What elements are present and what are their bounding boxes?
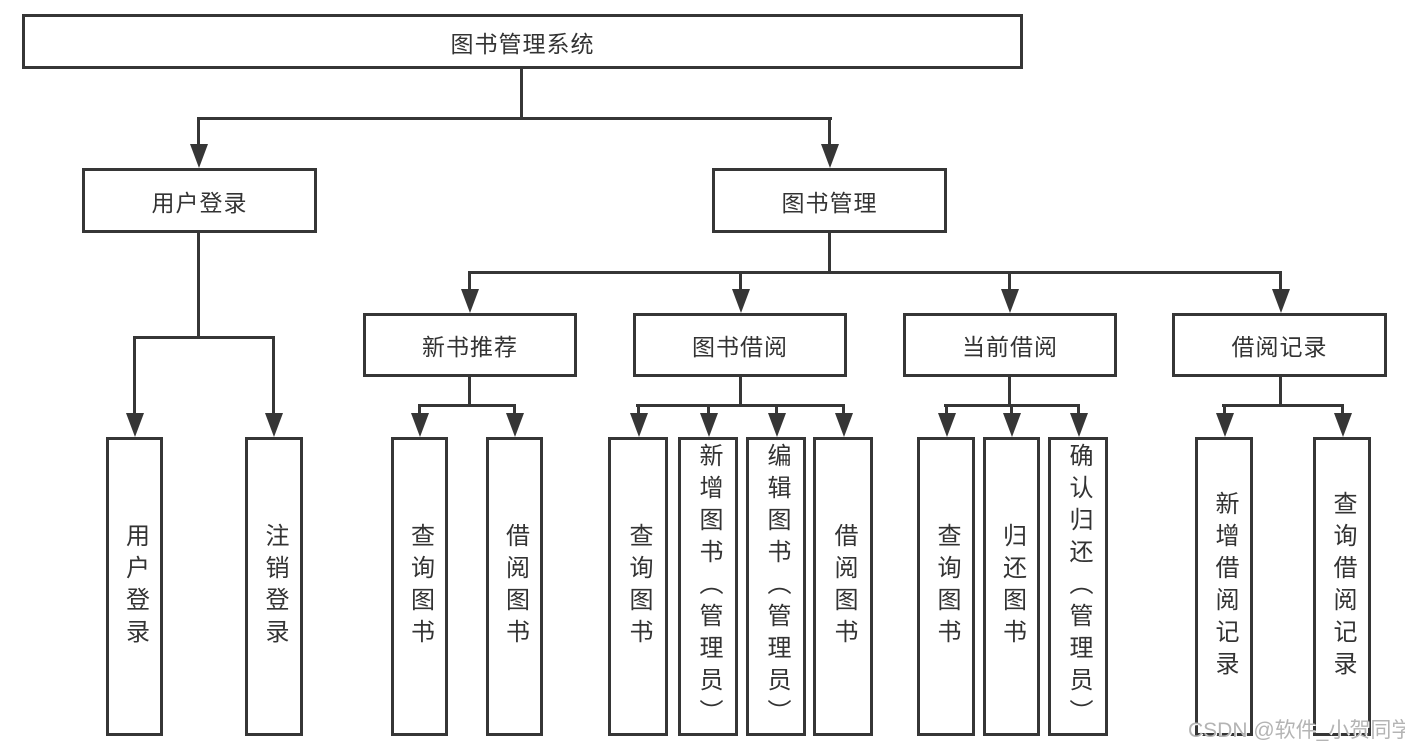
node-label: 新增图书（管理员） — [695, 442, 722, 731]
leaf-borrow-edit-book-admin: 编辑图书（管理员） — [746, 437, 806, 736]
node-label: 查询图书 — [625, 522, 652, 651]
node-library-management-system: 图书管理系统 — [22, 14, 1023, 69]
leaf-user-login: 用户登录 — [106, 437, 163, 736]
connector-line — [842, 404, 845, 417]
connector-line — [468, 271, 471, 293]
connector-line — [133, 336, 136, 418]
node-label: 图书管理系统 — [450, 30, 595, 57]
csdn-watermark: CSDN @软件_小贺同学 — [1188, 719, 1405, 742]
leaf-recommend-borrow-book: 借阅图书 — [486, 437, 543, 736]
leaf-recommend-query-book: 查询图书 — [391, 437, 448, 736]
connector-line — [1008, 375, 1011, 407]
arrow-down-icon — [411, 413, 429, 437]
leaf-records-query-record: 查询借阅记录 — [1313, 437, 1371, 736]
leaf-current-confirm-return-admin: 确认归还（管理员） — [1048, 437, 1108, 736]
connector-line — [828, 117, 831, 147]
leaf-current-return-book: 归还图书 — [983, 437, 1040, 736]
arrow-down-icon — [835, 413, 853, 437]
leaf-borrow-borrow-book: 借阅图书 — [813, 437, 873, 736]
node-label: 用户登录 — [121, 522, 149, 651]
arrow-down-icon — [1003, 413, 1021, 437]
arrow-down-icon — [732, 289, 750, 313]
node-current-borrow: 当前借阅 — [903, 313, 1117, 377]
leaf-records-add-record: 新增借阅记录 — [1195, 437, 1253, 736]
connector-line — [513, 404, 516, 417]
node-label: 借阅图书 — [830, 522, 857, 651]
node-label: 图书管理 — [781, 189, 878, 216]
connector-line — [707, 404, 710, 417]
arrow-down-icon — [190, 144, 208, 168]
node-label: 编辑图书（管理员） — [763, 442, 790, 731]
node-label: 查询图书 — [406, 522, 434, 651]
connector-line — [1010, 404, 1013, 417]
leaf-borrow-add-book-admin: 新增图书（管理员） — [678, 437, 738, 736]
arrow-down-icon — [938, 413, 956, 437]
node-label: 注销登录 — [261, 522, 288, 651]
arrow-down-icon — [821, 144, 839, 168]
connector-line — [468, 375, 471, 407]
connector-line — [468, 271, 1282, 274]
arrow-down-icon — [126, 413, 144, 437]
connector-line — [272, 336, 275, 418]
connector-line — [739, 375, 742, 407]
arrow-down-icon — [1070, 413, 1088, 437]
node-book-management: 图书管理 — [712, 168, 947, 233]
connector-line — [828, 231, 831, 274]
arrow-down-icon — [1272, 289, 1290, 313]
arrow-down-icon — [1334, 413, 1352, 437]
leaf-borrow-query-book: 查询图书 — [608, 437, 668, 736]
connector-line — [418, 404, 421, 417]
connector-line — [1279, 375, 1282, 407]
node-label: 新书推荐 — [422, 334, 518, 360]
connector-line — [520, 69, 523, 120]
node-label: 确认归还（管理员） — [1065, 442, 1092, 731]
connector-line — [1341, 404, 1344, 417]
arrow-down-icon — [461, 289, 479, 313]
connector-line — [418, 404, 516, 407]
node-label: 借阅记录 — [1231, 334, 1328, 360]
node-label: 归还图书 — [998, 522, 1026, 651]
node-label: 借阅图书 — [501, 522, 529, 651]
arrow-down-icon — [700, 413, 718, 437]
connector-line — [1222, 404, 1344, 407]
leaf-current-query-book: 查询图书 — [917, 437, 975, 736]
connector-line — [1223, 404, 1226, 417]
connector-line — [1077, 404, 1080, 417]
node-new-book-recommend: 新书推荐 — [363, 313, 577, 377]
node-label: 用户登录 — [151, 189, 248, 216]
node-label: 查询借阅记录 — [1329, 490, 1356, 683]
connector-line — [739, 271, 742, 293]
arrow-down-icon — [265, 413, 283, 437]
connector-line — [197, 117, 200, 147]
arrow-down-icon — [506, 413, 524, 437]
connector-line — [775, 404, 778, 417]
connector-line — [133, 336, 275, 339]
node-label: 当前借阅 — [962, 334, 1058, 360]
node-label: 图书借阅 — [692, 334, 788, 360]
arrow-down-icon — [768, 413, 786, 437]
arrow-down-icon — [1216, 413, 1234, 437]
node-label: 查询图书 — [933, 522, 960, 651]
arrow-down-icon — [630, 413, 648, 437]
connector-line — [945, 404, 948, 417]
node-label: 新增借阅记录 — [1211, 490, 1238, 683]
connector-line — [197, 117, 832, 120]
connector-line — [1008, 271, 1011, 293]
arrow-down-icon — [1001, 289, 1019, 313]
connector-line — [1279, 271, 1282, 293]
connector-line — [637, 404, 640, 417]
node-borrow-records: 借阅记录 — [1172, 313, 1387, 377]
node-book-borrow: 图书借阅 — [633, 313, 847, 377]
leaf-logout: 注销登录 — [245, 437, 303, 736]
connector-line — [636, 404, 845, 407]
connector-line — [197, 231, 200, 339]
node-user-login: 用户登录 — [82, 168, 317, 233]
